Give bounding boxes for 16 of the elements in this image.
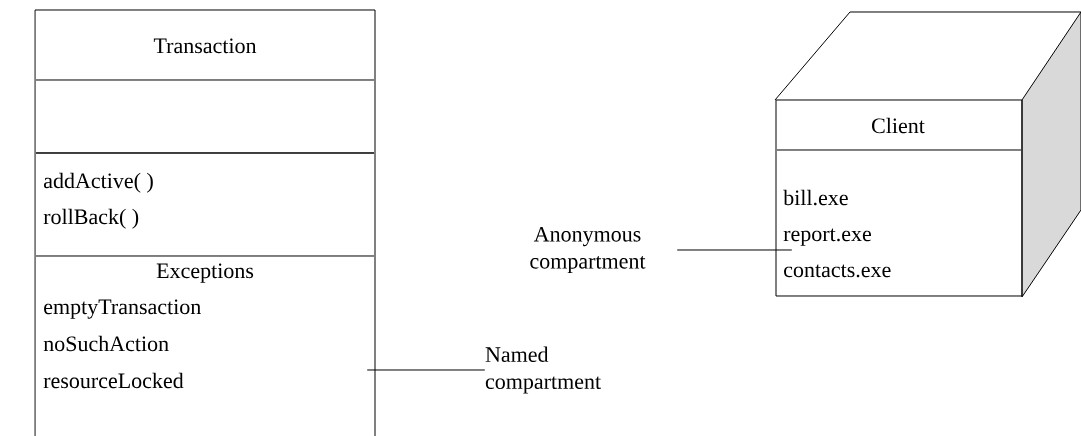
node-cube-drawing — [774, 11, 1081, 298]
file-name: report.exe — [783, 228, 871, 246]
operation-text: rollBack( ) — [43, 208, 139, 229]
callout-text: Anonymous compartment — [530, 226, 646, 274]
file-name: contacts.exe — [784, 264, 891, 278]
exception-text: Exceptions — [156, 263, 254, 283]
exception-text: emptyTransaction — [44, 299, 201, 319]
callout-text: Named compartment — [485, 346, 601, 394]
exception-text: resourceLocked — [43, 372, 184, 389]
exception-text: noSuchAction — [43, 335, 169, 352]
operation-text: addActive( ) — [44, 172, 153, 193]
leader-line — [366, 369, 486, 371]
class-name: Client — [872, 117, 925, 134]
class-name: Transaction — [153, 38, 257, 54]
leader-line — [676, 249, 793, 251]
file-name: bill.exe — [783, 189, 848, 206]
